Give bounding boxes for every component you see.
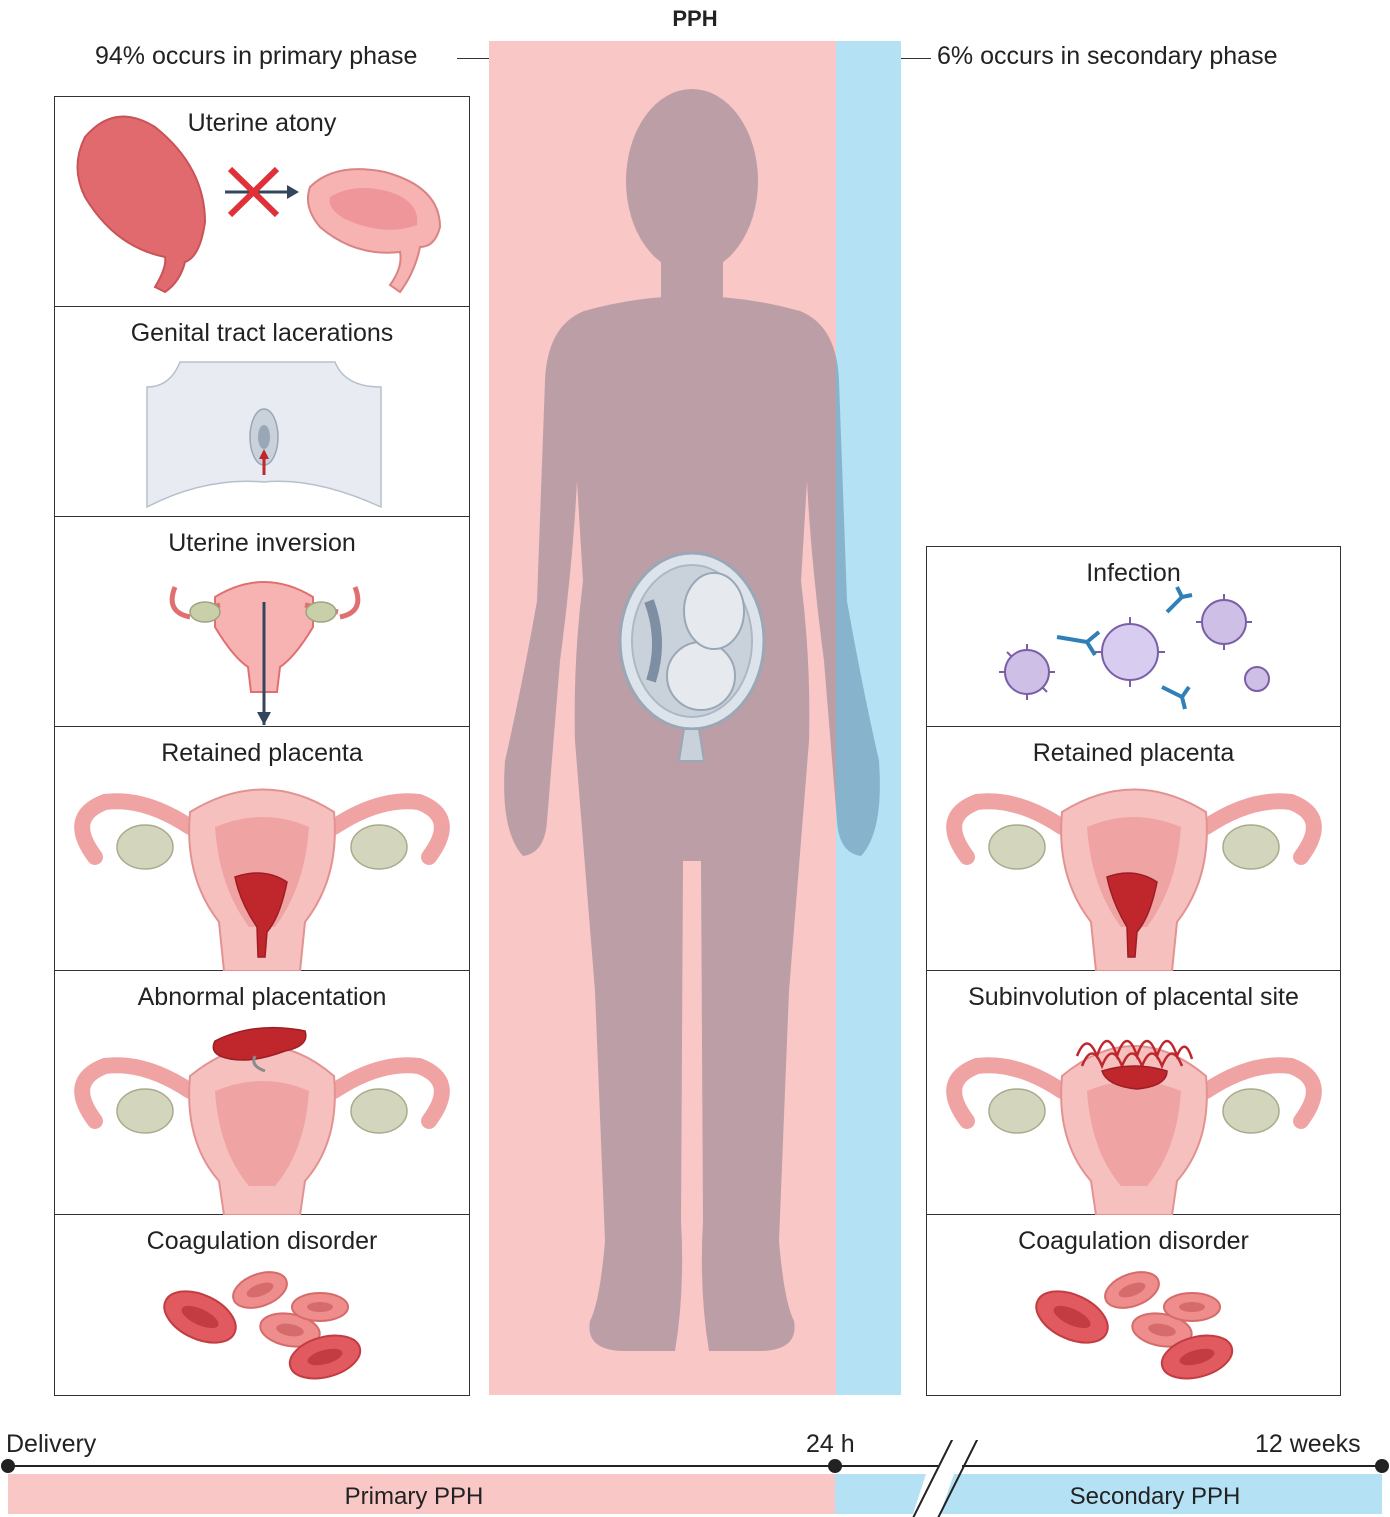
primary-phase-label: 94% occurs in primary phase bbox=[95, 42, 418, 70]
panel-title: Uterine atony bbox=[187, 109, 337, 137]
retained-placenta-icon bbox=[74, 788, 450, 971]
primary-causes-panel: Uterine atony Genital tract lacerations … bbox=[54, 96, 470, 1396]
panel-title: Coagulation disorder bbox=[146, 1227, 378, 1255]
panel-title: Coagulation disorder bbox=[1018, 1227, 1249, 1255]
primary-pph-bar bbox=[8, 1474, 835, 1514]
red-blood-cells-icon bbox=[163, 1271, 362, 1380]
timeline-end-label: 12 weeks bbox=[1255, 1430, 1361, 1458]
panel-title: Abnormal placentation bbox=[137, 983, 387, 1011]
timeline-mid-label: 24 h bbox=[806, 1430, 855, 1458]
body-silhouette bbox=[504, 89, 880, 1351]
panel-title: Retained placenta bbox=[1032, 739, 1235, 767]
primary-phase-leader bbox=[457, 58, 489, 59]
abnormal-placentation-icon bbox=[74, 1026, 450, 1215]
laceration-icon bbox=[146, 361, 382, 509]
primary-pph-label: Primary PPH bbox=[344, 1483, 484, 1510]
timeline-axis bbox=[1, 1440, 1389, 1517]
panel-infection: Infection bbox=[927, 547, 1340, 727]
delivery-marker bbox=[1, 1459, 15, 1473]
panel-title: Uterine inversion bbox=[168, 529, 356, 557]
axis-break-mark-2 bbox=[937, 1440, 979, 1517]
panel-coagulation-disorder: Coagulation disorder bbox=[55, 1215, 469, 1395]
retained-placenta-icon bbox=[946, 788, 1322, 971]
panel-abnormal-placentation: Abnormal placentation bbox=[55, 971, 469, 1215]
24h-marker bbox=[828, 1459, 842, 1473]
uterine-inversion-icon bbox=[169, 581, 361, 725]
panel-subinvolution: Subinvolution of placental site bbox=[927, 971, 1340, 1215]
pregnant-uterus-icon bbox=[618, 551, 766, 762]
12-weeks-marker bbox=[1375, 1459, 1389, 1473]
panel-uterine-atony: Uterine atony bbox=[55, 97, 469, 307]
panel-title: Retained placenta bbox=[161, 739, 363, 767]
uterine-atony-icon bbox=[76, 115, 442, 294]
panel-title: Genital tract lacerations bbox=[130, 319, 394, 347]
virus-antibody-icon bbox=[999, 586, 1270, 710]
panel-title: Infection bbox=[1086, 559, 1181, 587]
subinvolution-icon bbox=[946, 1039, 1322, 1215]
secondary-phase-label: 6% occurs in secondary phase bbox=[937, 42, 1278, 70]
secondary-phase-leader bbox=[901, 58, 931, 59]
secondary-pph-bar-start bbox=[835, 1474, 926, 1514]
timeline-start-label: Delivery bbox=[6, 1430, 97, 1458]
axis-break-mark-1 bbox=[912, 1440, 954, 1517]
red-blood-cells-icon bbox=[1035, 1271, 1234, 1380]
panel-uterine-inversion: Uterine inversion bbox=[55, 517, 469, 727]
diagram-title: PPH bbox=[672, 6, 718, 31]
secondary-pph-bar bbox=[940, 1474, 1382, 1514]
panel-retained-placenta: Retained placenta bbox=[55, 727, 469, 971]
panel-genital-tract-lacerations: Genital tract lacerations bbox=[55, 307, 469, 517]
panel-title: Subinvolution of placental site bbox=[968, 983, 1299, 1011]
panel-retained-placenta-secondary: Retained placenta bbox=[927, 727, 1340, 971]
panel-coagulation-disorder-secondary: Coagulation disorder bbox=[927, 1215, 1340, 1395]
secondary-causes-panel: Infection R bbox=[926, 546, 1341, 1396]
secondary-pph-label: Secondary PPH bbox=[1069, 1483, 1241, 1510]
